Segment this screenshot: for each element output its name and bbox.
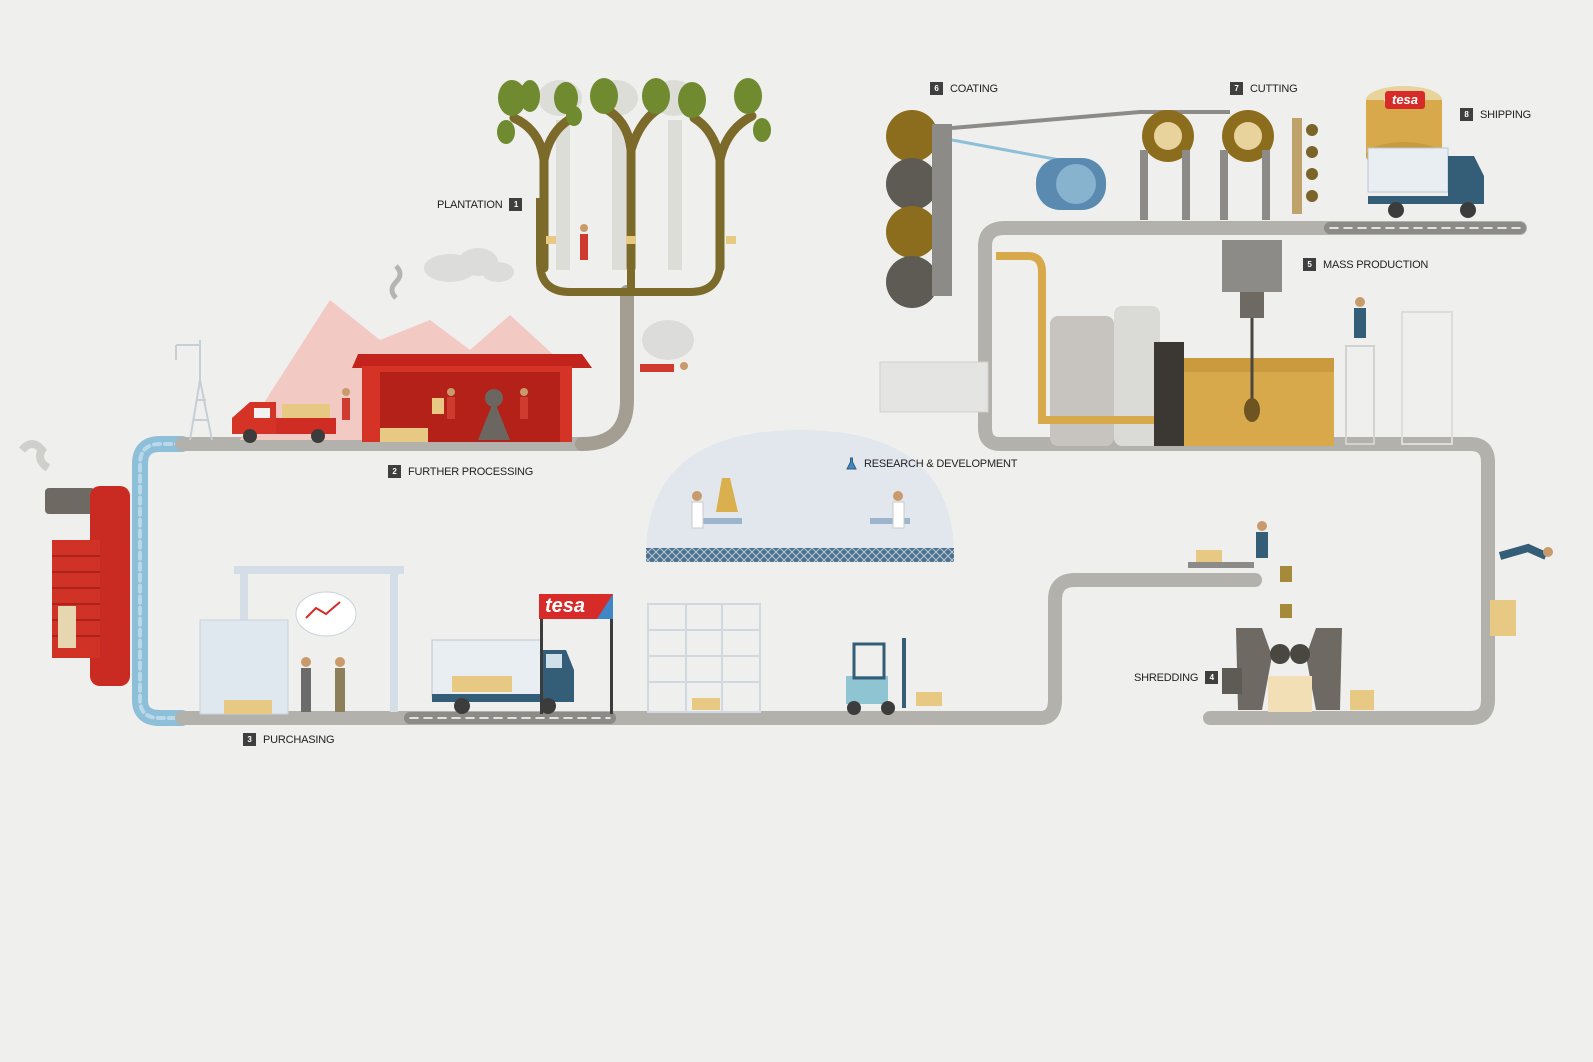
step-number: 8 xyxy=(1460,108,1473,121)
step-shredding: SHREDDING 4 xyxy=(1134,671,1219,684)
flask-icon xyxy=(846,457,857,470)
plantation-trees xyxy=(497,78,771,296)
forklift xyxy=(846,638,942,715)
step-mass-production: 5 MASS PRODUCTION xyxy=(1303,258,1428,271)
crane xyxy=(175,340,213,441)
coating-rollers xyxy=(886,110,1230,308)
purchasing-warehouse xyxy=(199,566,404,715)
shipping-truck xyxy=(1366,86,1484,218)
step-research-development: RESEARCH & DEVELOPMENT xyxy=(846,457,1018,470)
step-label: CUTTING xyxy=(1250,82,1298,95)
step-label: MASS PRODUCTION xyxy=(1323,258,1429,271)
step-label: PURCHASING xyxy=(263,733,335,746)
step-number: 1 xyxy=(509,198,523,211)
pickup-truck xyxy=(232,388,350,443)
step-further-processing: 2 FURTHER PROCESSING xyxy=(388,465,533,478)
step-coating: 6 COATING xyxy=(930,82,998,95)
step-number: 6 xyxy=(930,82,943,95)
step-number: 4 xyxy=(1205,671,1219,684)
step-number: 3 xyxy=(243,733,256,746)
worker-figure xyxy=(640,320,694,372)
step-label: FURTHER PROCESSING xyxy=(408,465,534,478)
tesa-logo: tesa xyxy=(539,594,613,619)
logo-text: tesa xyxy=(545,595,586,617)
worker-figure xyxy=(1490,543,1553,636)
logo-text: tesa xyxy=(1391,92,1419,107)
mass-production-tank xyxy=(879,240,1453,446)
tesa-reel-logo: tesa xyxy=(1385,91,1425,109)
step-number: 5 xyxy=(1303,258,1316,271)
red-silo-machine xyxy=(18,440,130,686)
step-label: PLANTATION xyxy=(437,198,503,211)
step-cutting: 7 CUTTING xyxy=(1230,82,1298,95)
storage-shelves xyxy=(647,603,761,713)
step-shipping: 8 SHIPPING xyxy=(1460,108,1531,121)
processing-shed xyxy=(352,354,592,442)
step-label: COATING xyxy=(950,82,998,95)
shredder-machine xyxy=(1188,521,1374,712)
step-plantation: PLANTATION 1 xyxy=(437,198,523,211)
step-number: 2 xyxy=(388,465,401,478)
step-label: RESEARCH & DEVELOPMENT xyxy=(864,457,1018,470)
research-dome xyxy=(646,430,954,562)
step-number: 7 xyxy=(1230,82,1243,95)
step-label: SHIPPING xyxy=(1480,108,1531,121)
cutting-machine xyxy=(1220,110,1318,220)
tesa-delivery-truck xyxy=(431,610,613,714)
step-purchasing: 3 PURCHASING xyxy=(243,733,335,746)
step-label: SHREDDING xyxy=(1134,671,1199,684)
